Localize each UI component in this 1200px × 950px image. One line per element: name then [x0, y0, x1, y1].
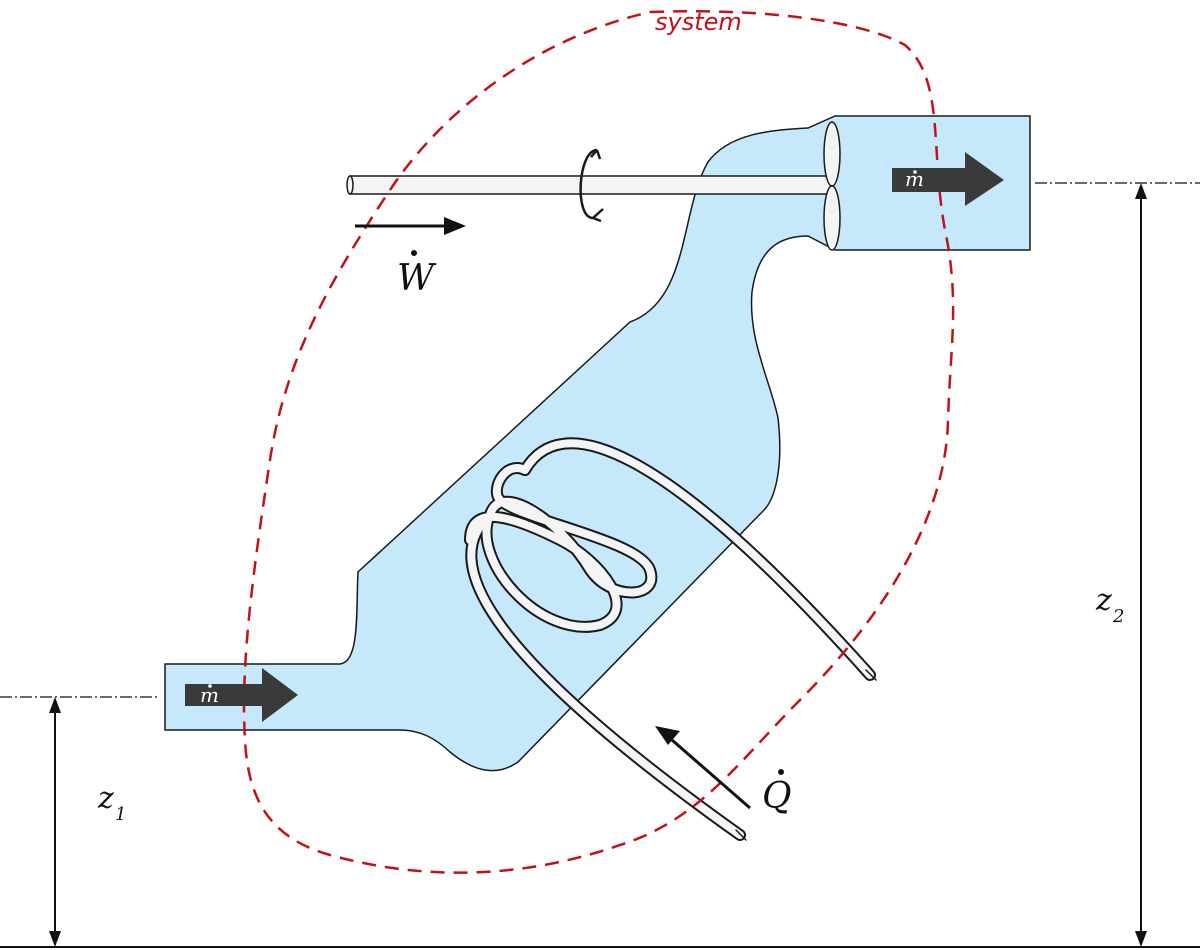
work-arrow [355, 217, 466, 235]
flow-arrow-icon [892, 152, 1004, 206]
flow-arrow-icon [185, 668, 298, 722]
mass-flow-out-label: m [905, 167, 924, 191]
z2-label: z [1095, 583, 1112, 618]
work-label: W [397, 258, 437, 299]
work-dot [411, 250, 417, 256]
mass-flow-in-arrow [185, 668, 298, 722]
system-label: system [655, 8, 742, 36]
z2-dimension [1135, 183, 1147, 947]
heat-arrow [655, 726, 751, 810]
rotation-arrow-icon [579, 148, 604, 223]
turbine-shaft [349, 175, 833, 195]
heat-label: Q [762, 776, 792, 817]
heating-coil [464, 437, 877, 841]
shaft-end [346, 175, 354, 195]
z2-subscript: 2 [1112, 606, 1124, 627]
z1-subscript: 1 [115, 804, 126, 825]
turbine-blades [823, 121, 841, 251]
mass-flow-in-dot [208, 684, 212, 688]
system-boundary [242, 9, 955, 874]
z1-label: z [97, 781, 114, 816]
mass-flow-in-label: m [200, 683, 219, 707]
heat-dot [778, 769, 784, 775]
mass-flow-out-dot [913, 170, 917, 174]
z1-dimension [49, 697, 61, 947]
mass-flow-out-arrow [892, 152, 1004, 206]
